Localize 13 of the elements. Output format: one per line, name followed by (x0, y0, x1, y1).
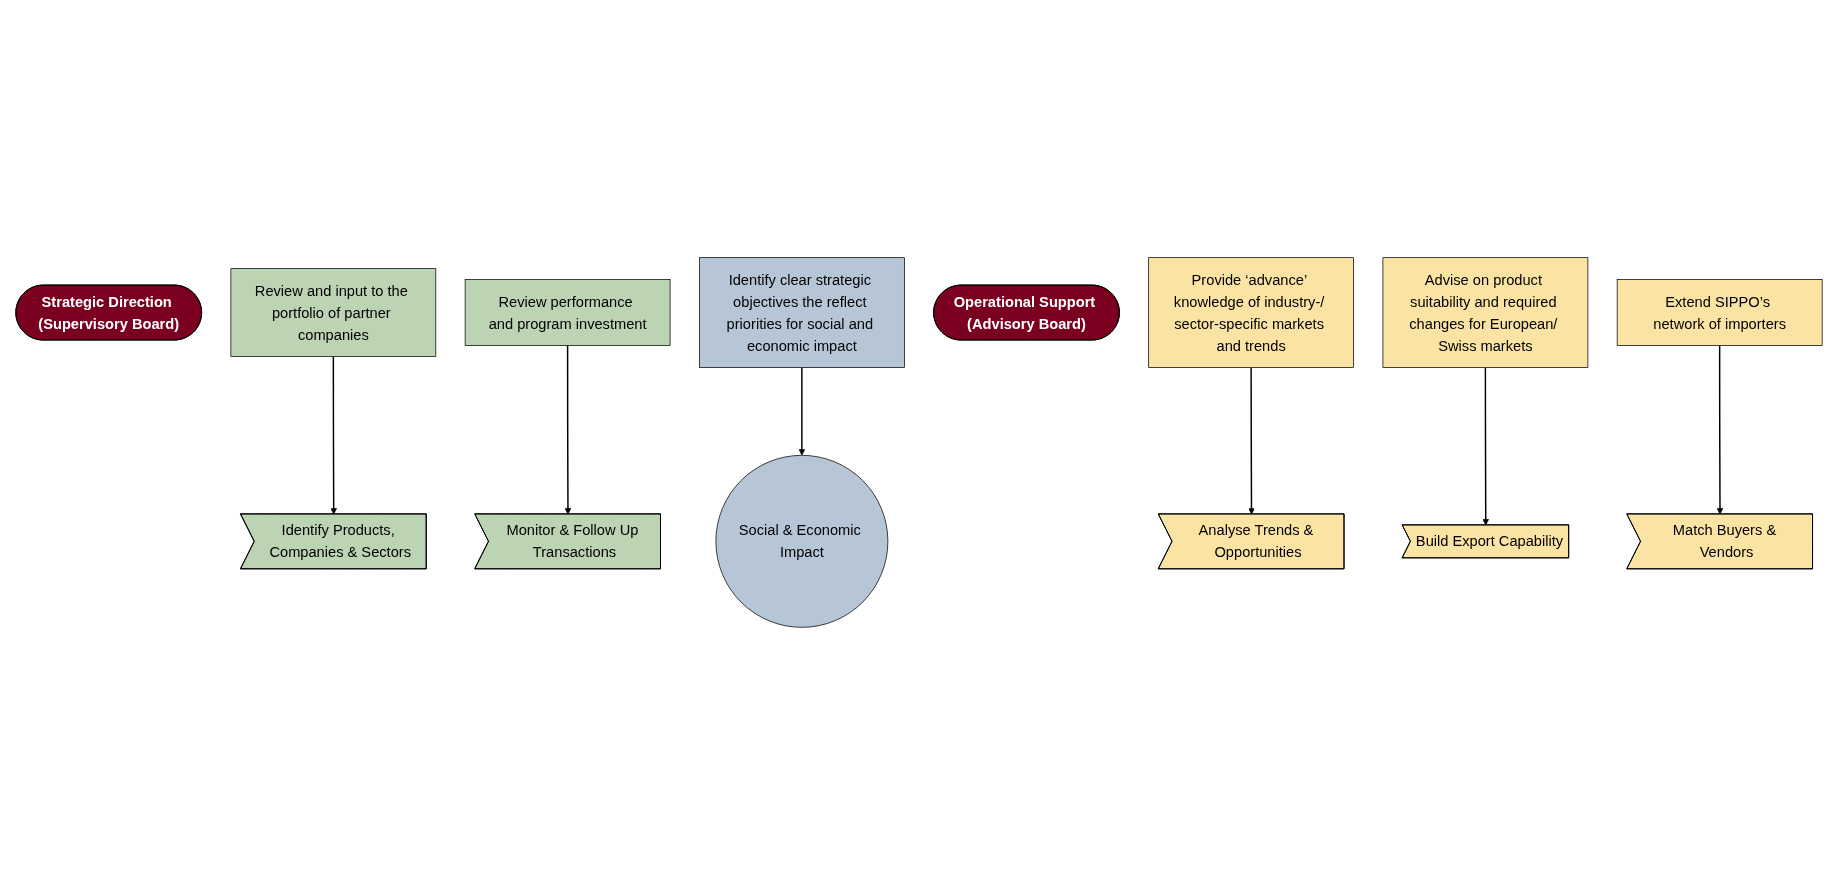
node-box: Review performance and program investment (464, 279, 671, 346)
arrow (1248, 366, 1255, 515)
arrow (330, 355, 337, 515)
node-box: Advise on product suitability and required changes for European/ Swiss markets (1382, 257, 1589, 368)
arrow (1716, 344, 1724, 515)
node-box: Extend SIPPO’s network of importers (1616, 279, 1823, 346)
node-box: Review and input to the portfolio of partner companies (230, 268, 437, 357)
arrow (1482, 366, 1489, 526)
node-circle: Social & Economic Impact (715, 454, 889, 628)
node-box: Identify clear strategic objectives the reflect priorities for social and economic impact (699, 257, 905, 368)
arrow (564, 344, 572, 515)
node-box: Provide ‘advance’ knowledge of industry-/ sector-specific markets and trends (1148, 257, 1354, 368)
arrow (798, 366, 806, 456)
